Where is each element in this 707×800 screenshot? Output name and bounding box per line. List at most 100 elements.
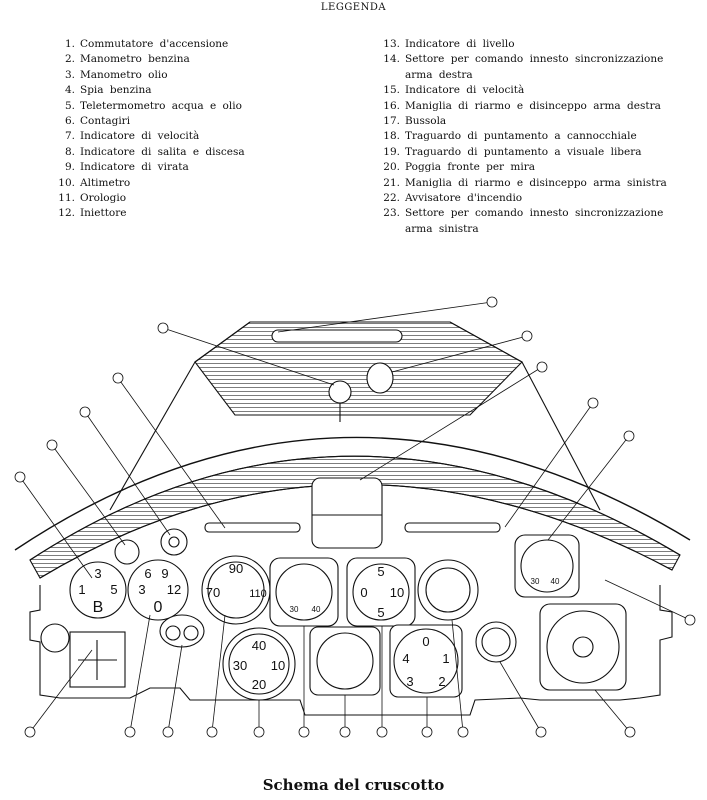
legend-item: 10.Altimetro (55, 176, 345, 191)
legend-text: Maniglia di riarmo e disinceppo arma des… (405, 99, 661, 112)
handle-16 (404, 522, 501, 533)
legend-text: Orologio (80, 192, 127, 205)
legend-item: 23. Settore per comando innesto sincroniz… (380, 206, 680, 237)
gauge-5-mark: 70 (206, 585, 220, 600)
gauge-6-mark: 10 (271, 658, 285, 673)
gauge-6-mark: 20 (252, 677, 266, 692)
gauge-10-mark: 4 (402, 651, 409, 666)
legend-number: 6. (64, 115, 75, 128)
handle-21 (204, 522, 301, 533)
gauge-10-mark: 2 (438, 674, 445, 689)
legend-number: 22. (383, 192, 400, 205)
gauge-3-mark: 3 (138, 582, 145, 597)
legend-text: Commutatore d'accensione (80, 38, 229, 50)
gauge-8-mark: 10 (390, 585, 404, 600)
gauge-3-mark: 0 (154, 599, 163, 616)
gauge-6-mark: 30 (233, 658, 247, 673)
legend-number: 23. (383, 207, 400, 220)
legend-text: Traguardo di puntamento a visuale libera (405, 145, 642, 158)
legend-item: 13.Indicatore di livello (380, 37, 680, 52)
legend-number: 19. (383, 145, 400, 158)
legend-number: 4. (64, 84, 75, 97)
legend-number: 17. (383, 115, 400, 128)
legend-number: 3. (64, 68, 75, 81)
legend-item: 7.Indicatore di velocità (55, 129, 345, 144)
legend-item: 12. Iniettore (55, 206, 345, 221)
gauge-13 (539, 603, 627, 691)
gauge-2-mark: B (93, 599, 104, 616)
legend-text: Bussola (405, 115, 447, 128)
legend-text: Indicatore di livello (405, 38, 515, 50)
gauge-2-mark: 5 (110, 582, 117, 597)
gauge-10-mark: 1 (442, 651, 449, 666)
knob-22 (114, 539, 140, 565)
legend-item: 3. Manometro olio (55, 68, 345, 83)
coaming-hatch (29, 455, 681, 579)
legend-text: Teletermometro acqua e olio (80, 99, 242, 112)
legend-item: 19. Traguardo di puntamento a visuale lib… (380, 145, 680, 160)
gauge-8 (346, 557, 416, 627)
legend-number: 11. (58, 192, 75, 205)
legend-item: 9.Indicatore di virata (55, 160, 345, 175)
legend-number: 9. (64, 161, 75, 174)
legend-text: Indicatore di velocità (405, 84, 525, 97)
primer-12 (475, 621, 517, 663)
gauge-7-mark: 30 (290, 605, 299, 614)
legend-text: Manometro olio (80, 68, 168, 81)
compass-17 (311, 477, 383, 549)
instrument-1 (69, 631, 126, 688)
legend-text: Settore per comando innesto sincronizzaz… (405, 207, 664, 235)
gauge-8-mark: 5 (377, 605, 384, 620)
round-40 (40, 623, 70, 653)
gauge-15-mark: 40 (551, 577, 560, 586)
gauge-3-mark: 6 (144, 566, 151, 581)
gauge-7-mark: 40 (312, 605, 321, 614)
legend-number: 21. (383, 176, 400, 189)
legend-item: 21.Maniglia di riarmo e disinceppo arma … (380, 176, 680, 191)
gauge-10-mark: 3 (406, 674, 413, 689)
dashboard-diagram: 3 1 5 B 6 9 3 12 0 90 70 110 30 40 5 0 1… (14, 296, 696, 738)
legend-item: 5. Teletermometro acqua e olio (55, 99, 345, 114)
knob-23 (160, 528, 188, 556)
callouts (14, 296, 696, 738)
gauge-10 (389, 624, 463, 698)
legend-text: Iniettore (80, 207, 127, 220)
legend-item: 4. Spia benzina (55, 83, 345, 98)
legend-item: 18. Traguardo di puntamento a cannocchial… (380, 129, 680, 144)
legend-text: Avvisatore d'incendio (405, 192, 523, 205)
legend-text: Spia benzina (80, 84, 152, 97)
legend-number: 18. (383, 130, 400, 143)
gauge-3-mark: 12 (167, 582, 181, 597)
gauge-7 (269, 557, 339, 627)
legend-text: Settore per comando innesto sincronizzaz… (405, 53, 664, 81)
legend-number: 15. (383, 84, 400, 97)
gauge-6 (222, 627, 296, 701)
legend-title: LEGGENDA (320, 2, 387, 13)
legend-text: Traguardo di puntamento a cannocchiale (405, 130, 637, 143)
legend-number: 14. (383, 53, 400, 66)
legend-number: 20. (383, 161, 400, 174)
legend-item: 16.Maniglia di riarmo e disinceppo arma … (380, 99, 680, 114)
legend-item: 15. Indicatore di velocità (380, 83, 680, 98)
panel-outline (29, 585, 673, 716)
telescope-sight-18 (366, 362, 394, 394)
gauge-8-mark: 0 (360, 585, 367, 600)
legend-item: 6.Contagiri (55, 114, 345, 129)
gauge-5-mark: 110 (249, 588, 267, 600)
gauge-2-mark: 1 (78, 582, 85, 597)
legend-item: 1.Commutatore d'accensione (55, 37, 345, 52)
gauge-6-mark: 40 (252, 638, 266, 653)
legend-number: 7. (64, 130, 75, 143)
legend-item: 22. Avvisatore d'incendio (380, 191, 680, 206)
gauge-5-mark: 90 (229, 561, 243, 576)
gauge-9 (309, 626, 381, 696)
gauge-3 (127, 559, 189, 621)
legend-number: 2. (64, 53, 75, 66)
rail-tube (271, 329, 403, 343)
legend-item: 14. Settore per comando innesto sincroniz… (380, 52, 680, 83)
frame-right (521, 361, 601, 511)
frame-left (109, 361, 196, 511)
legend-number: 12. (58, 207, 75, 220)
gauge-8-mark: 5 (377, 564, 384, 579)
legend-number: 5. (64, 99, 75, 112)
